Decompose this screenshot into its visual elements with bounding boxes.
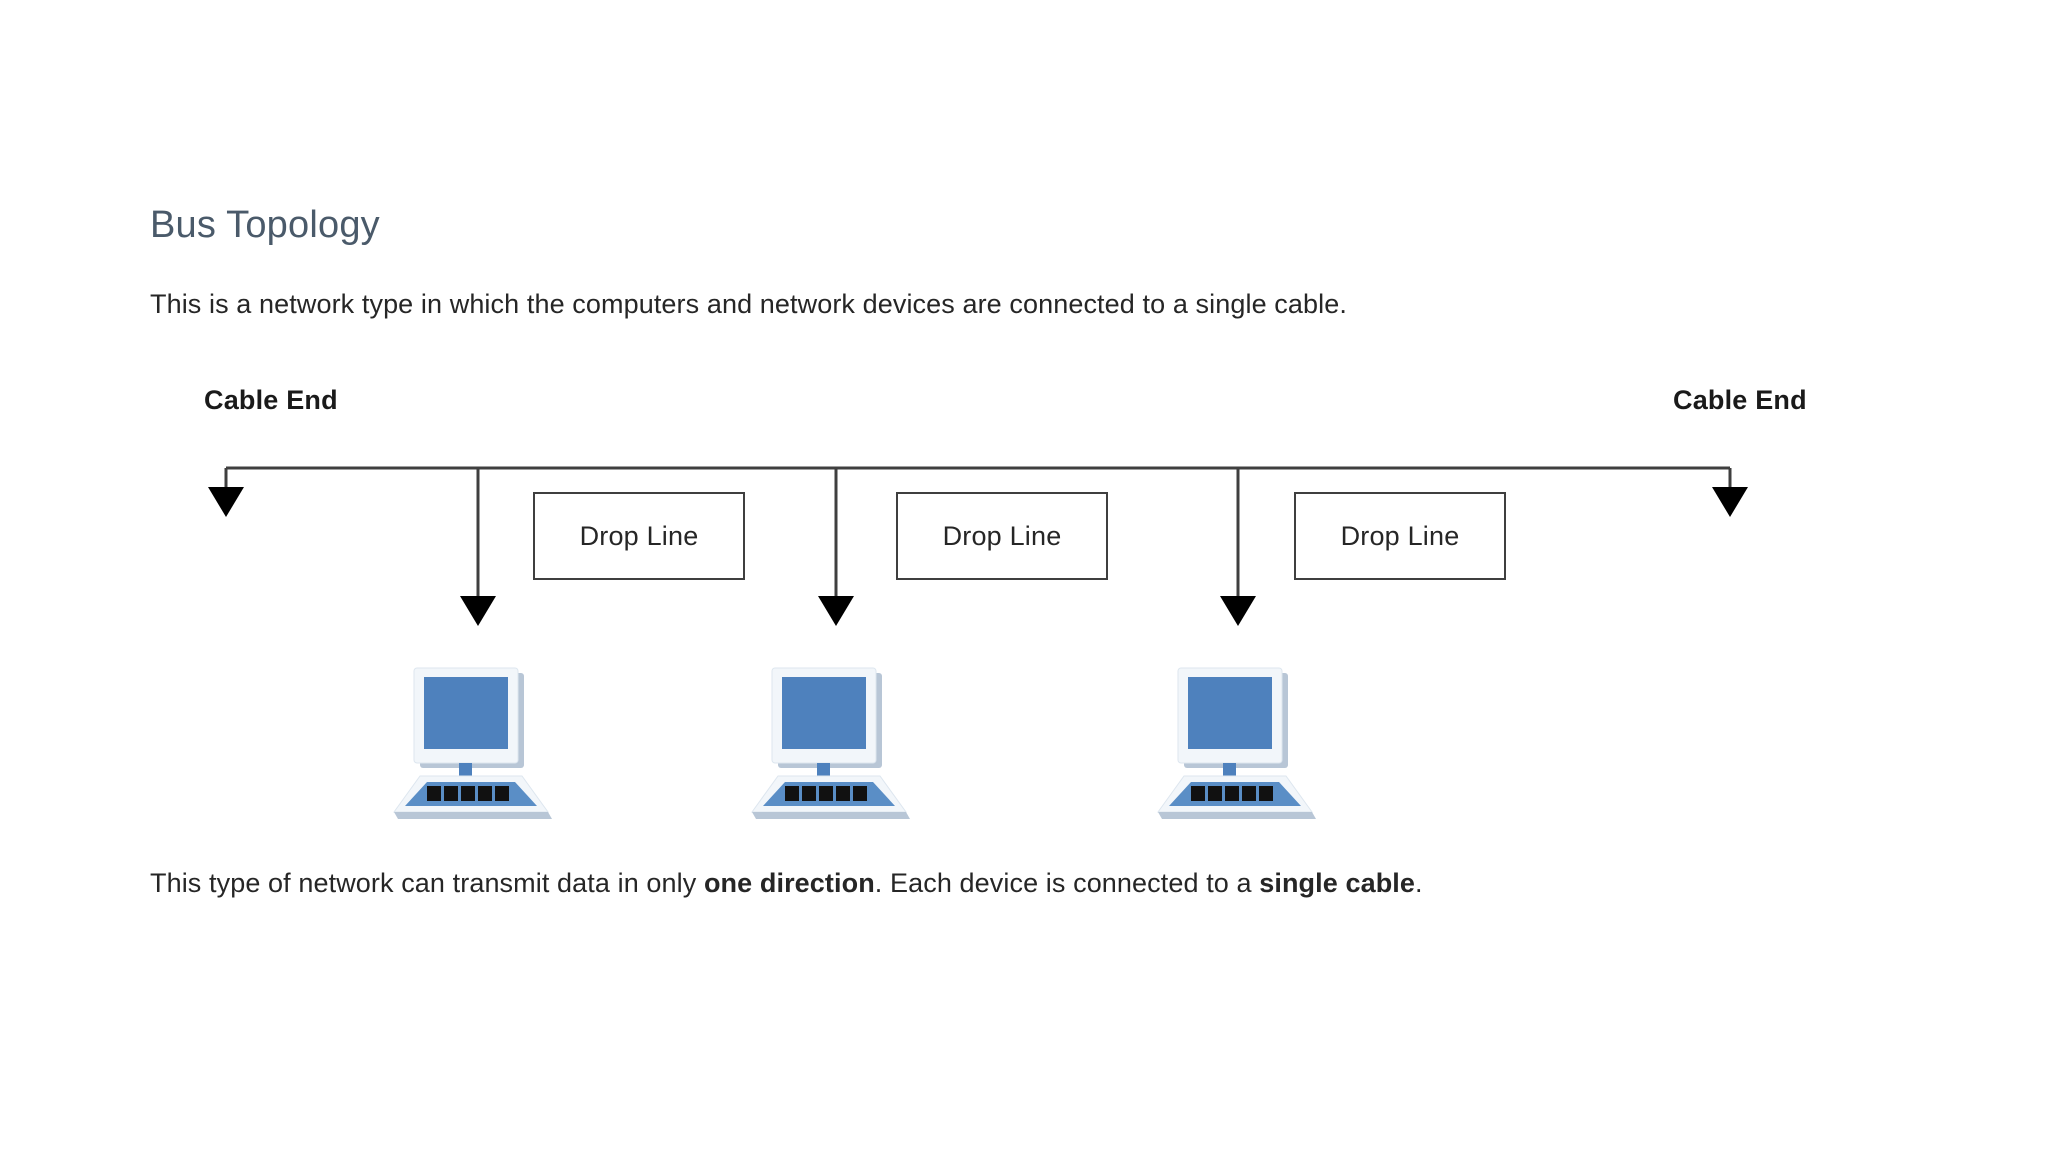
keyboard-keys bbox=[427, 786, 509, 801]
intro-paragraph: This is a network type in which the comp… bbox=[150, 289, 1347, 319]
outro-bold-single-cable: single cable bbox=[1259, 868, 1415, 898]
cable-end-right-arrowhead bbox=[1712, 487, 1748, 517]
drop-line-box-label: Drop Line bbox=[1340, 520, 1460, 551]
outro-text-part3: . bbox=[1415, 868, 1423, 898]
monitor-screen bbox=[1188, 677, 1272, 749]
drop-line-arrowhead-3 bbox=[1220, 596, 1256, 626]
drop-line-arrowhead-2 bbox=[818, 596, 854, 626]
drop-line-box-label: Drop Line bbox=[579, 520, 699, 551]
keyboard-keys bbox=[785, 786, 867, 801]
keyboard-shadow bbox=[1158, 812, 1316, 819]
drop-line-box-3: Drop Line bbox=[1294, 492, 1506, 580]
drop-line-box-label: Drop Line bbox=[942, 520, 1062, 551]
outro-text-part1: This type of network can transmit data i… bbox=[150, 868, 704, 898]
cable-end-left-arrowhead bbox=[208, 487, 244, 517]
keyboard-shadow bbox=[752, 812, 910, 819]
keyboard-keys bbox=[1191, 786, 1273, 801]
monitor-screen bbox=[424, 677, 508, 749]
page-title: Bus Topology bbox=[150, 204, 380, 246]
cable-end-right-label: Cable End bbox=[1673, 385, 1807, 415]
monitor-screen bbox=[782, 677, 866, 749]
drop-line-box-1: Drop Line bbox=[533, 492, 745, 580]
computer-icon-3 bbox=[1157, 667, 1316, 819]
computer-icon-1 bbox=[393, 667, 552, 819]
cable-end-left-label: Cable End bbox=[204, 385, 338, 415]
drop-line-arrowhead-1 bbox=[460, 596, 496, 626]
drop-line-box-2: Drop Line bbox=[896, 492, 1108, 580]
computer-icon-2 bbox=[751, 667, 910, 819]
outro-paragraph: This type of network can transmit data i… bbox=[150, 868, 1423, 899]
outro-text-part2: . Each device is connected to a bbox=[874, 868, 1260, 898]
outro-bold-one-direction: one direction bbox=[703, 868, 875, 898]
keyboard-shadow bbox=[394, 812, 552, 819]
